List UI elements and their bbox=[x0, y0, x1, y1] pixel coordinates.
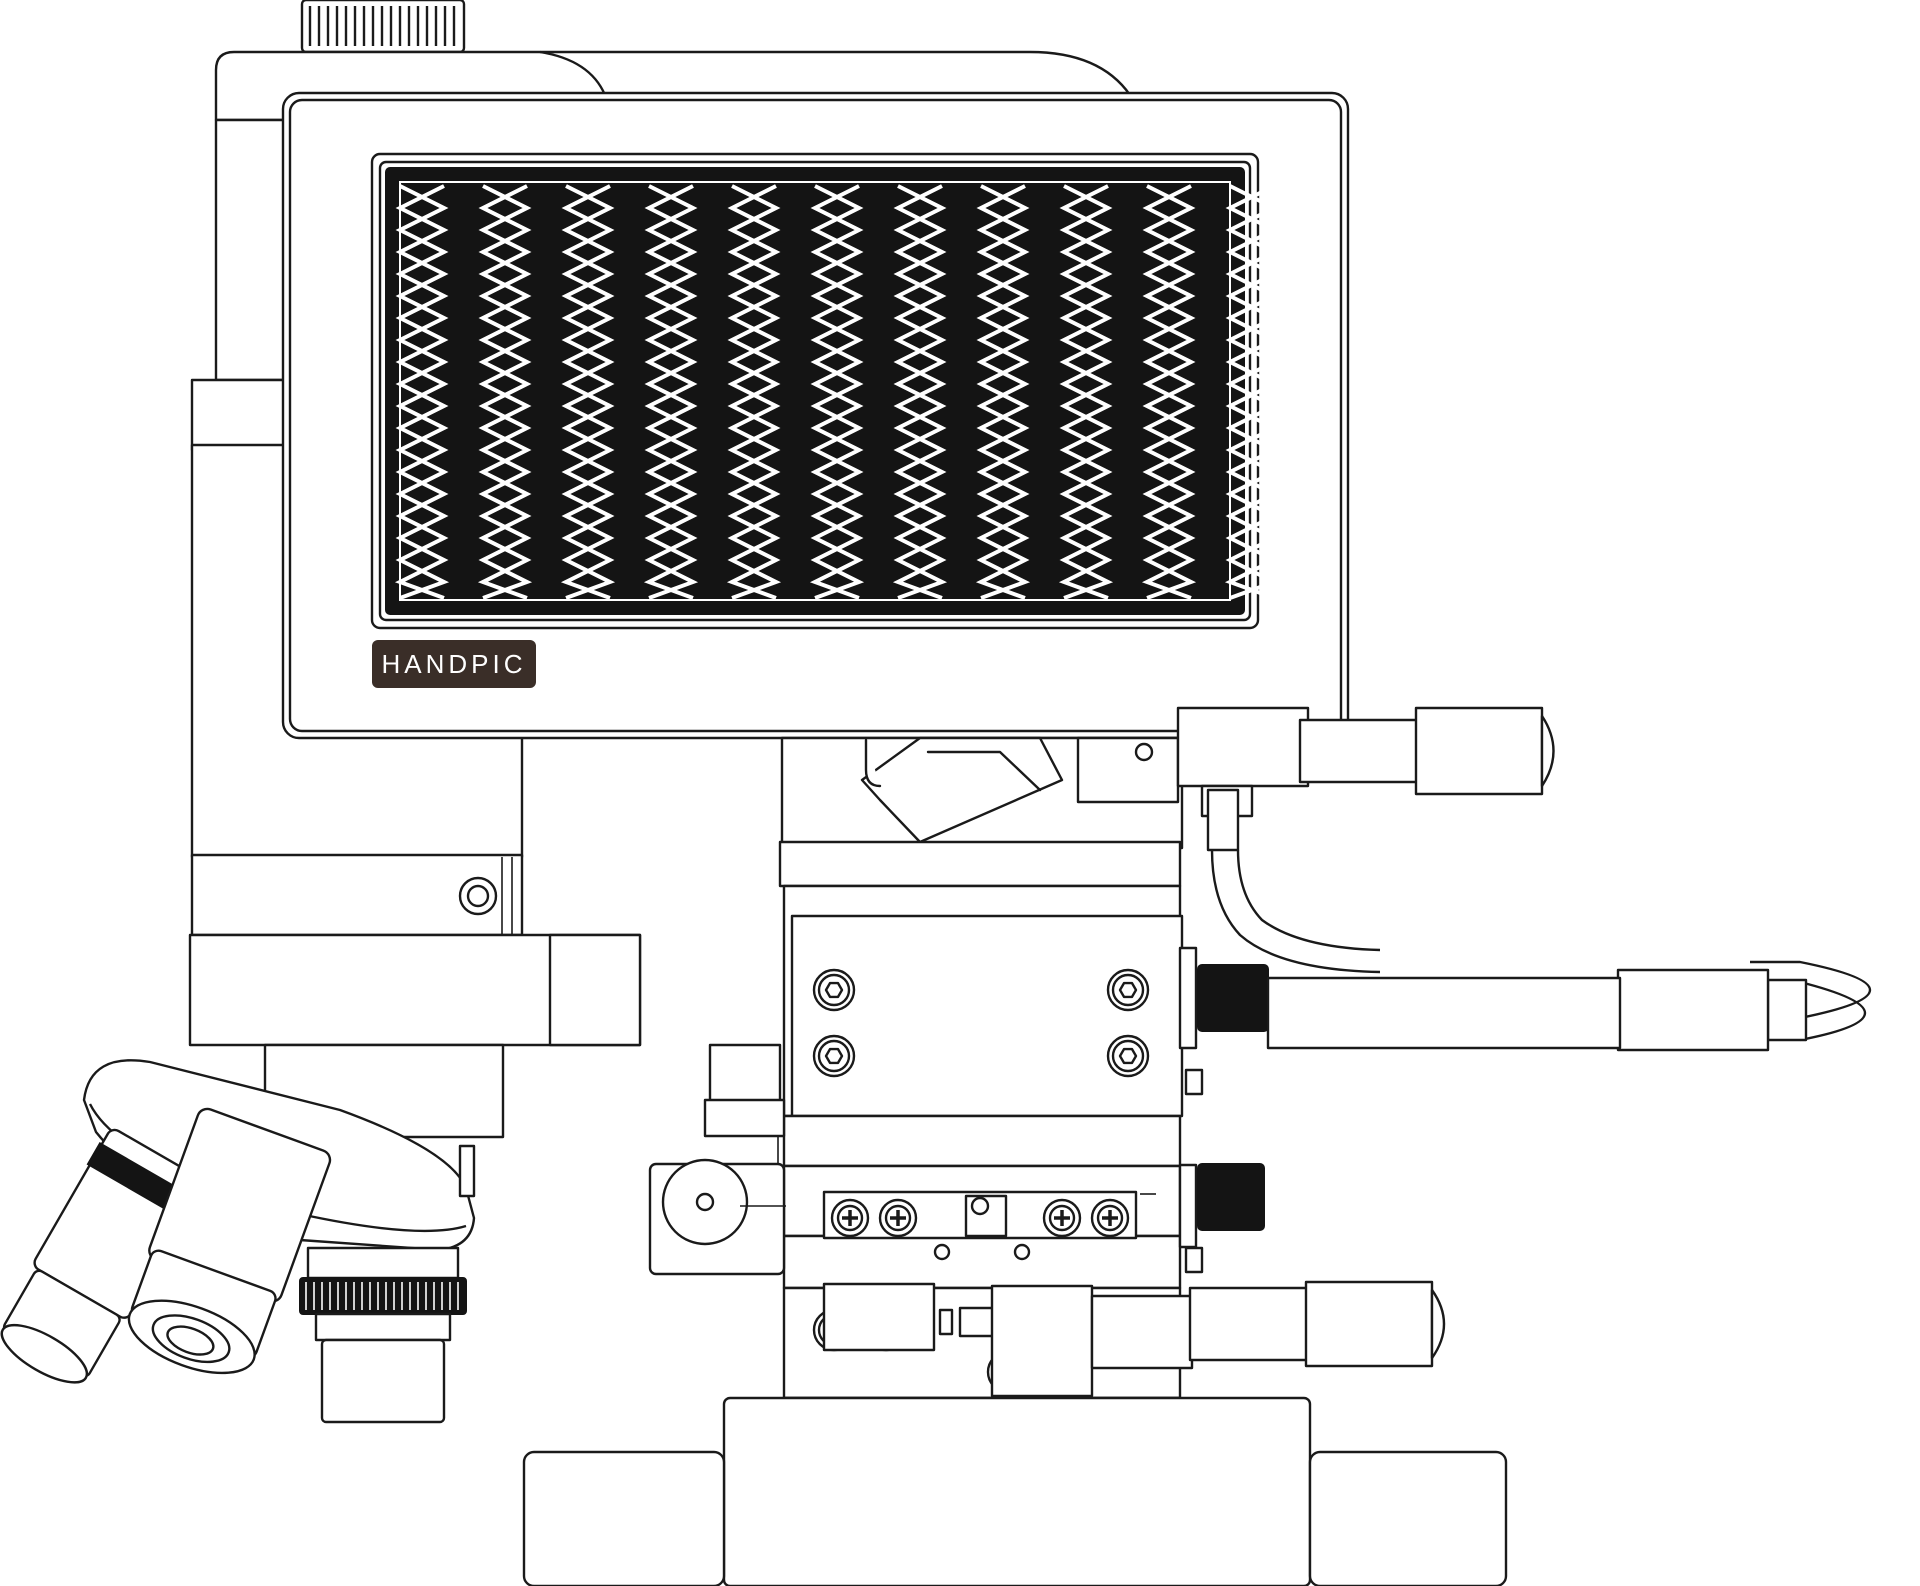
hex-screw-icon bbox=[1106, 1034, 1150, 1078]
zigzag-line bbox=[1059, 184, 1114, 600]
lamp-housing bbox=[780, 706, 1310, 850]
zigzag-line bbox=[644, 184, 699, 600]
screen-zigzag-pattern bbox=[394, 184, 1280, 600]
fine-focus-wheel-icon bbox=[648, 1158, 786, 1276]
zigzag-line bbox=[810, 184, 865, 600]
zigzag-line bbox=[893, 184, 948, 600]
top-focus-knob-icon bbox=[300, 0, 466, 54]
zigzag-line bbox=[561, 184, 616, 600]
upper-micrometer-icon bbox=[1298, 706, 1555, 796]
phillips-screw-icon bbox=[1090, 1198, 1130, 1238]
hex-screw-icon bbox=[812, 968, 856, 1012]
light-guide-cable-icon bbox=[1206, 788, 1871, 1052]
zigzag-line bbox=[727, 184, 782, 600]
xy-stage bbox=[822, 1282, 1194, 1398]
side-knob-icon bbox=[1178, 946, 1622, 1274]
objective-lens-icon bbox=[0, 1107, 332, 1384]
eyepiece-icon bbox=[299, 1246, 467, 1424]
phillips-screw-icon bbox=[830, 1198, 870, 1238]
monitor bbox=[281, 91, 1350, 740]
stage-plate bbox=[822, 1190, 1156, 1261]
phillips-screw-icon bbox=[1042, 1198, 1082, 1238]
brand-badge: HANDPIC bbox=[372, 640, 536, 688]
hex-screw-icon bbox=[1106, 968, 1150, 1012]
zigzag-line bbox=[1142, 184, 1197, 600]
zigzag-line bbox=[1225, 184, 1280, 600]
zigzag-line bbox=[395, 184, 450, 600]
phillips-screw-group bbox=[830, 1198, 1130, 1238]
phillips-screw-icon bbox=[878, 1198, 918, 1238]
zigzag-line bbox=[976, 184, 1031, 600]
lower-micrometer-icon bbox=[1188, 1280, 1446, 1368]
zigzag-line bbox=[478, 184, 533, 600]
base bbox=[522, 1396, 1508, 1586]
hex-screw-icon bbox=[812, 1034, 856, 1078]
brand-label: HANDPIC bbox=[381, 649, 526, 679]
